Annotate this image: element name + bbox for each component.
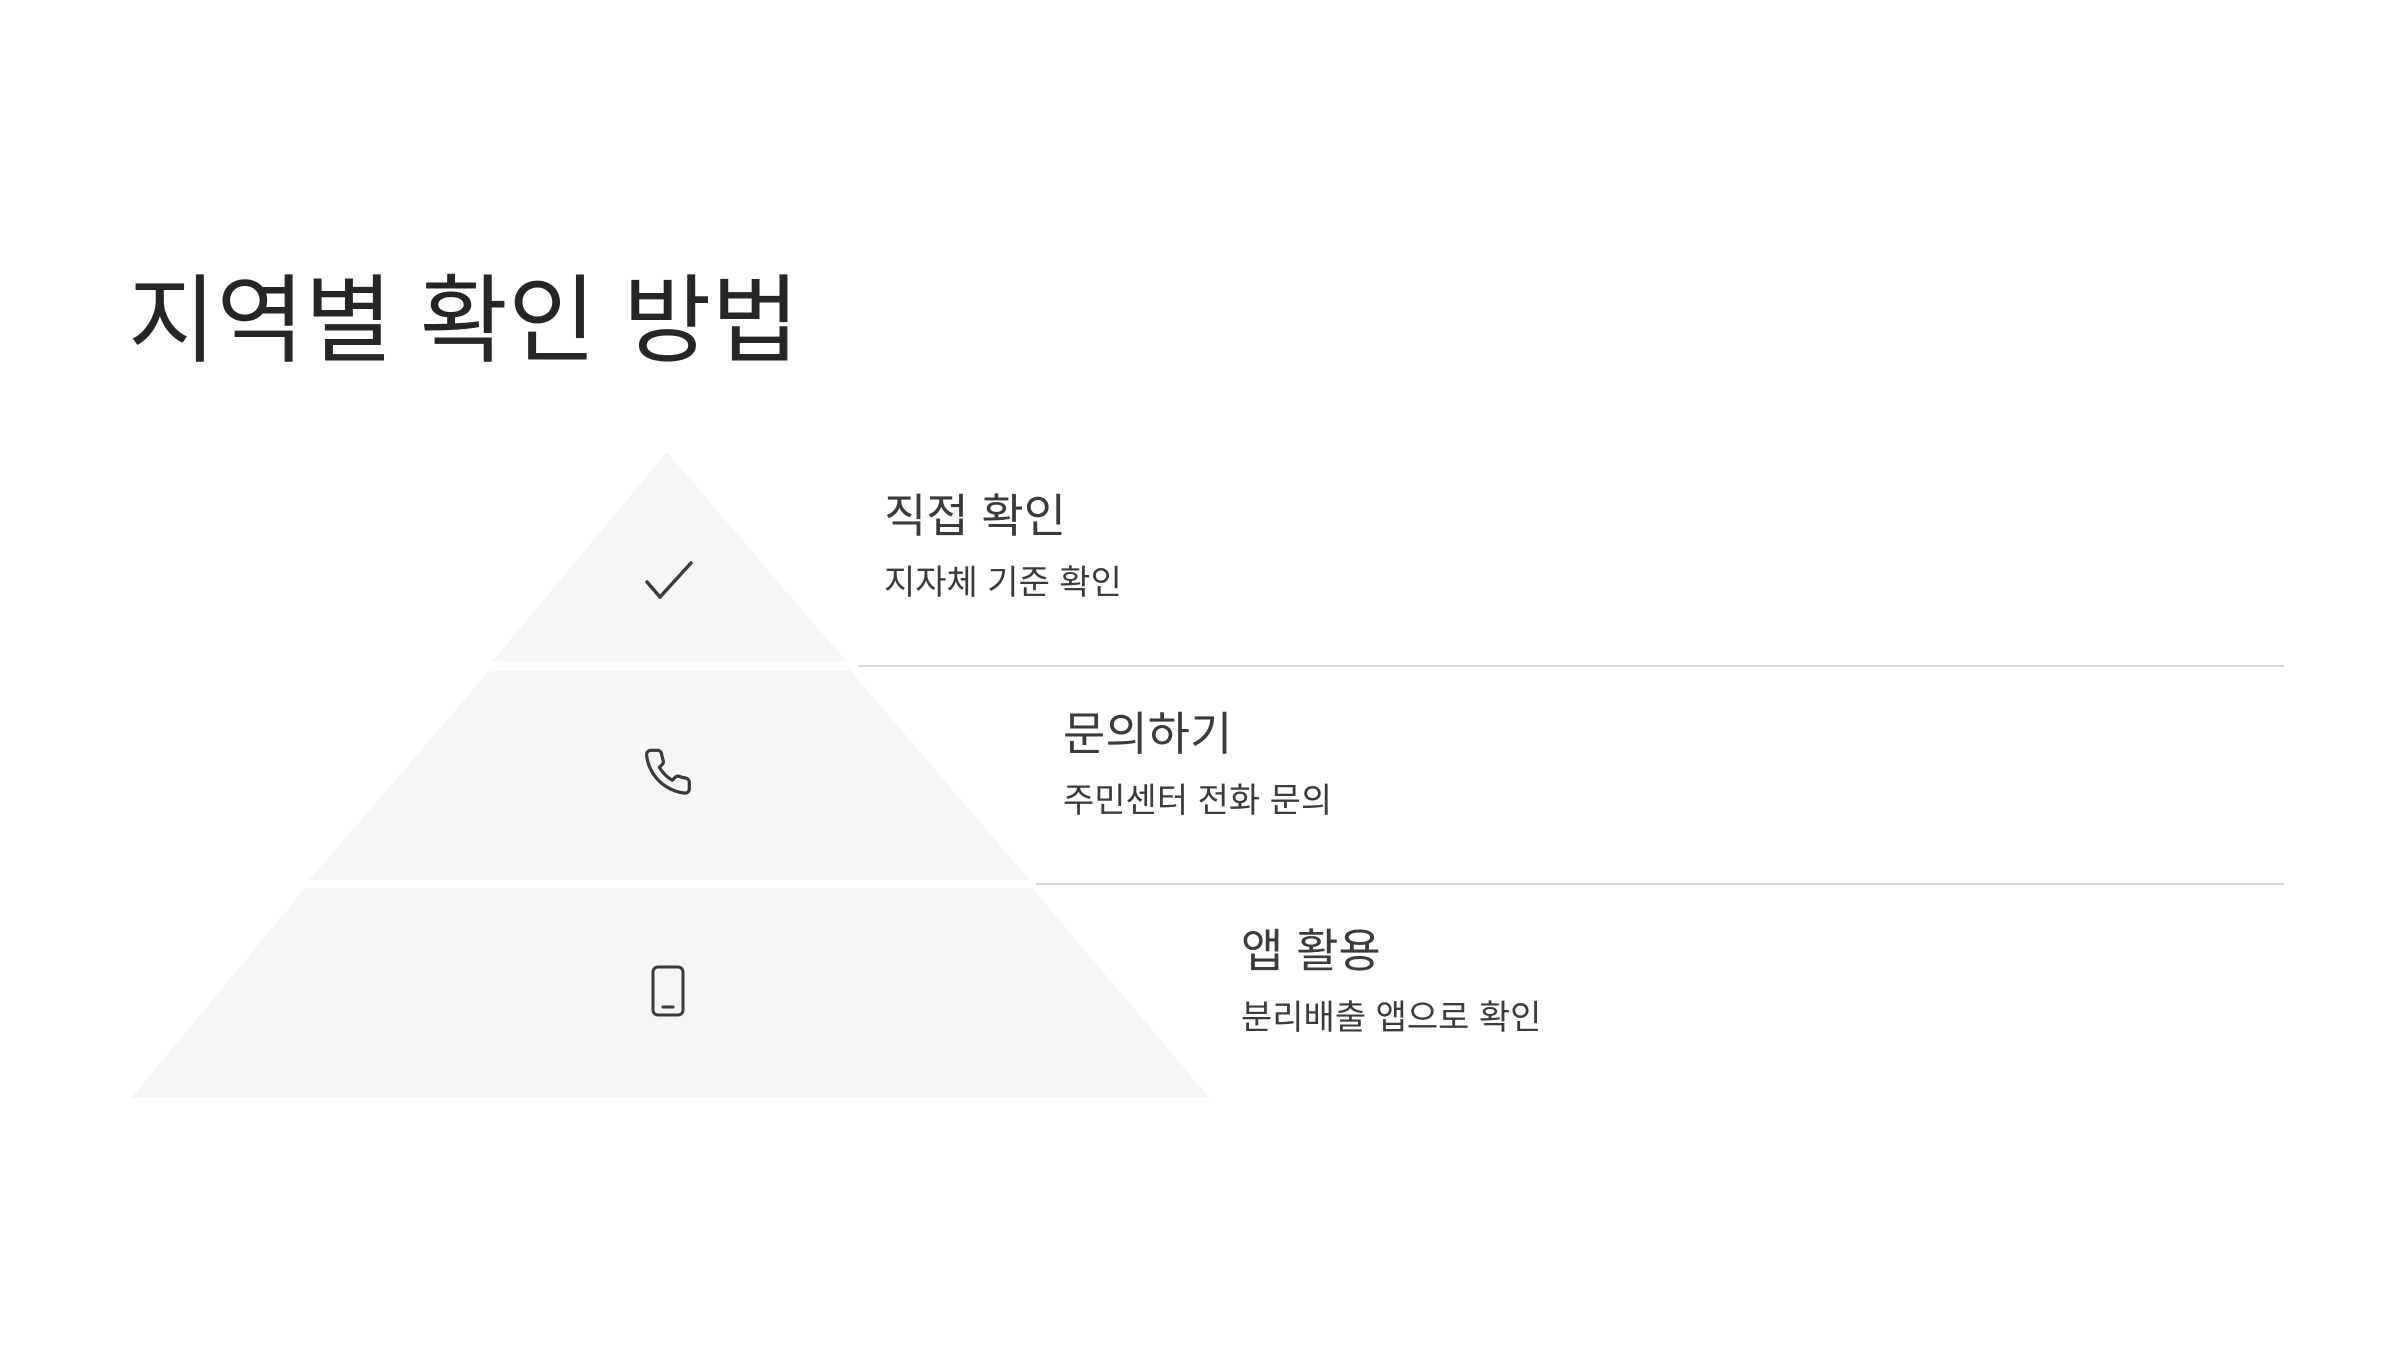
- tier-1-heading: 직접 확인: [884, 490, 1067, 542]
- tier-3-description: 분리배출 앱으로 확인: [1241, 999, 1542, 1037]
- checkmark-icon: [645, 561, 693, 599]
- pyramid-tier-top: [492, 452, 847, 662]
- tier-3-text: 앱 활용 분리배출 앱으로 확인: [1241, 922, 1541, 1040]
- tier-2-heading: 문의하기: [1063, 708, 1233, 760]
- tier-1-text: 직접 확인 지자체 기준 확인: [884, 487, 1122, 605]
- pyramid-tier-bottom: [131, 888, 1210, 1098]
- smartphone-icon: [651, 965, 685, 1017]
- pyramid-tier-middle: [309, 670, 1030, 880]
- page-title: 지역별 확인 방법: [128, 268, 800, 375]
- tier-2-description: 주민센터 전화 문의: [1063, 782, 1333, 820]
- tier-1-description: 지자체 기준 확인: [884, 564, 1122, 602]
- phone-icon: [644, 748, 691, 795]
- tier-2-text: 문의하기 주민센터 전화 문의: [1063, 705, 1332, 823]
- tier-3-heading: 앱 활용: [1241, 925, 1381, 977]
